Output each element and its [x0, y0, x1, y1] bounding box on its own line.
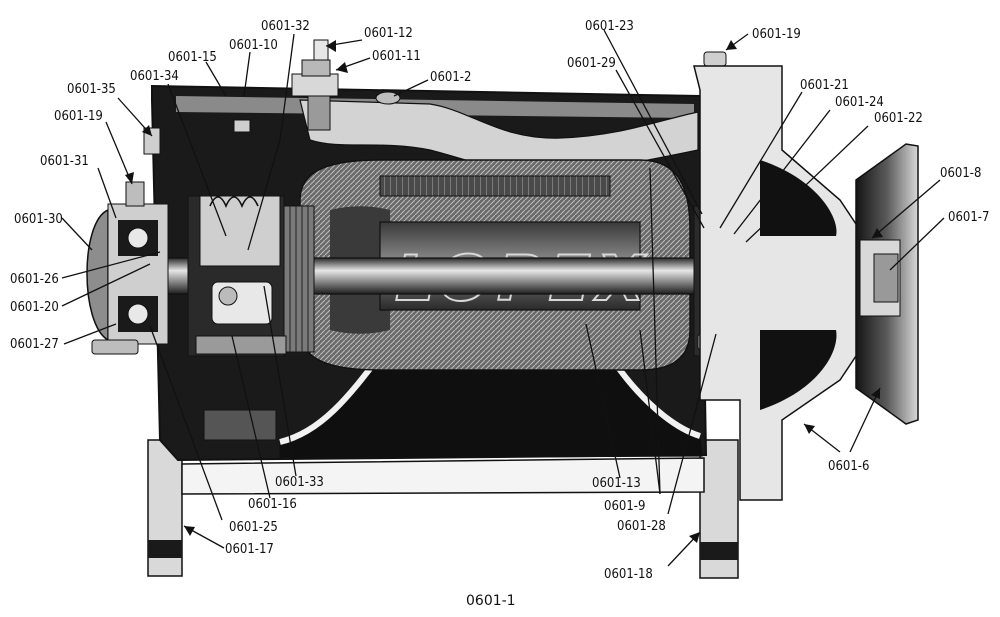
drive-end-housing — [693, 65, 861, 501]
callout-0601-10: 0601-10 — [229, 38, 278, 53]
callout-0601-22: 0601-22 — [874, 111, 923, 126]
callout-0601-33: 0601-33 — [275, 475, 324, 490]
figure-caption: 0601-1 — [466, 593, 516, 609]
callout-0601-21: 0601-21 — [800, 78, 849, 93]
callout-0601-17: 0601-17 — [225, 542, 274, 557]
callout-0601-9: 0601-9 — [604, 499, 645, 514]
callout-0601-11: 0601-11 — [372, 49, 421, 64]
commutator-end-bearing — [86, 181, 169, 355]
callout-0601-32: 0601-32 — [261, 19, 310, 34]
callout-0601-16: 0601-16 — [248, 497, 297, 512]
callout-0601-15: 0601-15 — [168, 50, 217, 65]
callout-0601-18: 0601-18 — [604, 567, 653, 582]
callout-0601-31: 0601-31 — [40, 154, 89, 169]
callout-0601-29: 0601-29 — [567, 56, 616, 71]
commutator — [279, 205, 315, 353]
callout-0601-13: 0601-13 — [592, 476, 641, 491]
callout-0601-19-left: 0601-19 — [54, 109, 103, 124]
generator-illustration: LOPEX — [86, 39, 919, 579]
callout-0601-8: 0601-8 — [940, 166, 981, 181]
callout-0601-25: 0601-25 — [229, 520, 278, 535]
callout-0601-34: 0601-34 — [130, 69, 179, 84]
callout-0601-26: 0601-26 — [10, 272, 59, 287]
callout-0601-28: 0601-28 — [617, 519, 666, 534]
callout-leaders — [61, 29, 945, 567]
callout-0601-12: 0601-12 — [364, 26, 413, 41]
callout-labels: 0601-10 0601-15 0601-32 0601-12 0601-11 … — [10, 19, 989, 582]
callout-0601-6: 0601-6 — [828, 459, 869, 474]
mounting-feet — [147, 439, 739, 579]
callout-0601-24: 0601-24 — [835, 95, 884, 110]
callout-0601-7: 0601-7 — [948, 210, 989, 225]
callout-0601-2: 0601-2 — [430, 70, 471, 85]
callout-0601-30: 0601-30 — [14, 212, 63, 227]
callout-0601-20: 0601-20 — [10, 300, 59, 315]
callout-0601-23: 0601-23 — [585, 19, 634, 34]
callout-0601-19-right: 0601-19 — [752, 27, 801, 42]
brush-holder — [187, 195, 287, 441]
drive-pulley — [855, 143, 919, 425]
callout-0601-27: 0601-27 — [10, 337, 59, 352]
callout-0601-35: 0601-35 — [67, 82, 116, 97]
terminal-post — [143, 39, 401, 155]
